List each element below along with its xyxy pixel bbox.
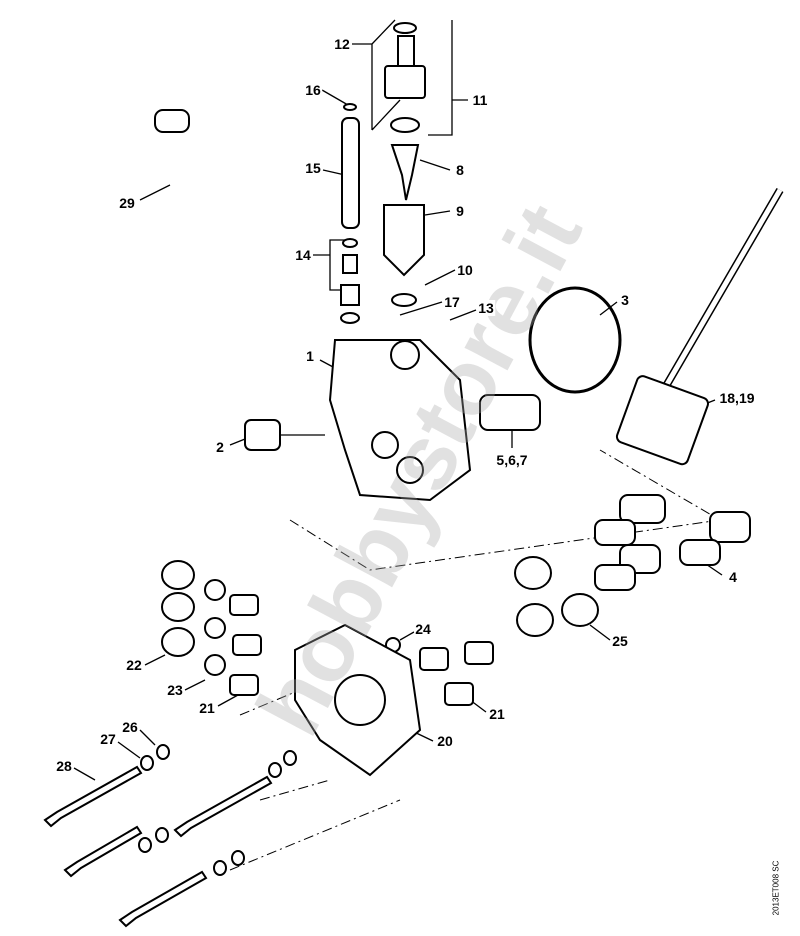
callout-10: 10	[456, 262, 474, 278]
callout-21-left: 21	[198, 700, 216, 716]
callout-15: 15	[304, 160, 322, 176]
callout-25: 25	[611, 633, 629, 649]
callout-17: 17	[443, 294, 461, 310]
callout-28: 28	[55, 758, 73, 774]
callout-9: 9	[455, 203, 465, 219]
callout-8: 8	[455, 162, 465, 178]
callout-5-6-7: 5,6,7	[495, 452, 529, 468]
callout-26: 26	[121, 719, 139, 735]
callout-13: 13	[477, 300, 495, 316]
callout-20: 20	[436, 733, 454, 749]
callout-3: 3	[620, 292, 630, 308]
callout-27: 27	[99, 731, 117, 747]
callout-21-right: 21	[488, 706, 506, 722]
callout-1: 1	[305, 348, 315, 364]
callout-24: 24	[414, 621, 432, 637]
callout-29: 29	[118, 195, 136, 211]
callout-16: 16	[304, 82, 322, 98]
callout-2: 2	[215, 439, 225, 455]
valves-seals	[161, 494, 751, 706]
diagram-code: 2013ET008 SC	[771, 860, 781, 916]
callout-22: 22	[125, 657, 143, 673]
bolts	[43, 744, 297, 928]
callout-12: 12	[333, 36, 351, 52]
parts-stack-top	[340, 22, 426, 324]
callout-4: 4	[728, 569, 738, 585]
callout-14: 14	[294, 247, 312, 263]
callout-18-19: 18,19	[718, 390, 756, 406]
callout-11: 11	[471, 92, 489, 108]
callout-23: 23	[166, 682, 184, 698]
